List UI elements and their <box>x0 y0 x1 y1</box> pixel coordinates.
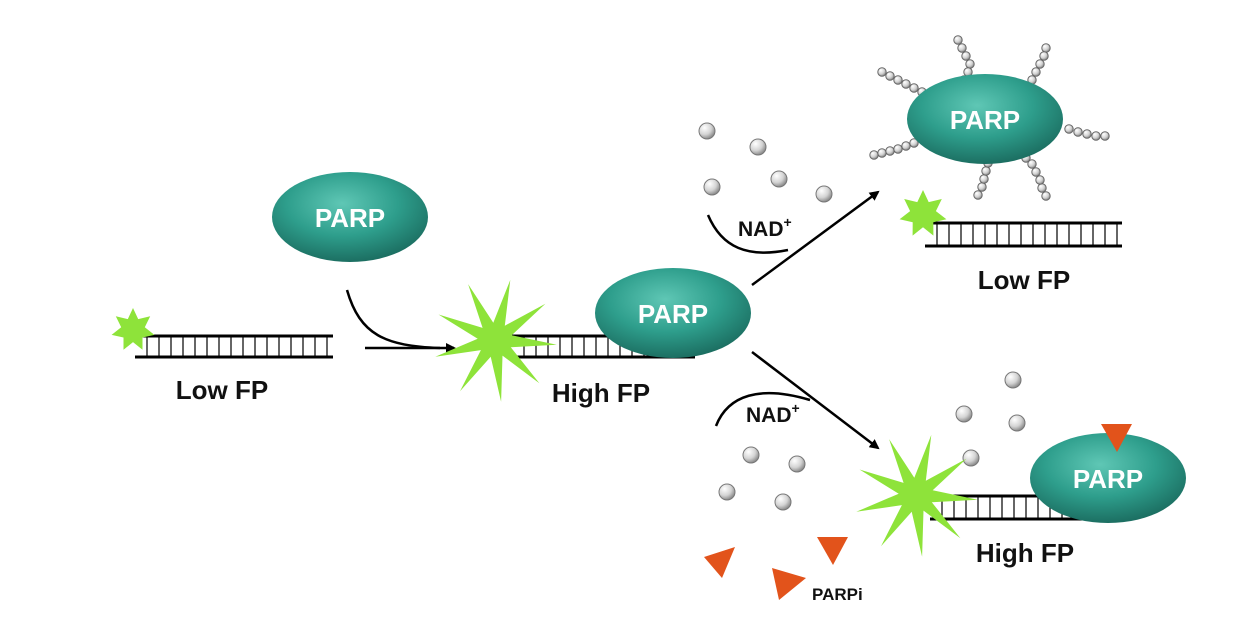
bound-complex: PARP High FP <box>435 268 751 408</box>
par-bead <box>973 190 983 200</box>
par-bead <box>893 144 903 154</box>
parp-ellipse <box>595 268 751 358</box>
par-bead <box>1035 175 1045 185</box>
nad-label-bottom: NAD+ <box>746 400 800 427</box>
nad-bead <box>703 178 721 196</box>
par-bead <box>1091 131 1101 141</box>
inhibitor-triangle-icon <box>817 537 848 565</box>
parpi-label: PARPi <box>812 585 863 604</box>
par-bead <box>1041 43 1051 53</box>
top-branch: NAD+ PARP Low FP <box>698 35 1122 295</box>
par-bead <box>957 43 967 53</box>
nad-label-top: NAD+ <box>738 214 792 241</box>
nad-bead <box>770 170 788 188</box>
parp-ellipse <box>907 74 1063 164</box>
par-bead <box>909 138 919 148</box>
fluorophore-star-small <box>899 190 947 236</box>
nad-bead <box>718 483 736 501</box>
par-bead <box>1100 131 1110 141</box>
nad-bead <box>698 122 716 140</box>
arrow-up-right-icon <box>751 190 880 287</box>
par-bead <box>1035 59 1045 69</box>
par-bead <box>877 148 887 158</box>
parp-inhibitors <box>704 537 848 600</box>
low-fp-label-top-right: Low FP <box>978 265 1070 295</box>
par-bead <box>909 83 919 93</box>
par-bead <box>1031 167 1041 177</box>
par-bead <box>979 174 989 184</box>
free-parp-enzyme: PARP <box>272 172 428 262</box>
nad-blocked-curve <box>714 391 811 427</box>
arrow-down-right-icon <box>751 351 880 450</box>
nad-bead <box>788 455 806 473</box>
binding-arrow <box>345 289 456 353</box>
par-bead <box>1041 191 1051 201</box>
curved-arrow-line <box>345 289 441 350</box>
nad-beads-top <box>698 122 833 203</box>
par-bead <box>953 35 963 45</box>
parp-label-free: PARP <box>315 203 385 233</box>
par-bead <box>877 67 887 77</box>
parp-label-bound: PARP <box>638 299 708 329</box>
par-bead <box>869 150 879 160</box>
par-bead <box>965 59 975 69</box>
nad-bead <box>774 493 792 511</box>
par-bead <box>901 141 911 151</box>
parp-label-inhibited: PARP <box>1073 464 1143 494</box>
nad-bead <box>955 405 973 423</box>
par-bead <box>1073 127 1083 137</box>
par-bead <box>1031 67 1041 77</box>
inhibitor-triangle-icon <box>772 568 806 600</box>
fluorophore-star-large <box>856 434 978 557</box>
par-bead <box>1064 124 1074 134</box>
dna-duplex <box>135 334 333 359</box>
par-bead <box>901 79 911 89</box>
par-bead <box>893 75 903 85</box>
high-fp-label-bottom-right: High FP <box>976 538 1074 568</box>
nad-consumption-curve <box>706 214 789 254</box>
nad-bead <box>1008 414 1026 432</box>
par-bead <box>981 166 991 176</box>
nad-bead <box>749 138 767 156</box>
free-dna-probe: Low FP <box>111 308 333 405</box>
par-bead <box>961 51 971 61</box>
par-bead <box>885 146 895 156</box>
bottom-branch: NAD+ PARPi PARP High FP <box>704 351 1186 604</box>
nad-bead <box>962 449 980 467</box>
fluorophore-star-large <box>435 279 557 402</box>
par-bead <box>885 71 895 81</box>
nad-bead <box>1004 371 1022 389</box>
bound-inhibitor-triangle-icon <box>1101 424 1132 452</box>
par-bead <box>1027 159 1037 169</box>
nad-bead <box>742 446 760 464</box>
par-bead <box>1039 51 1049 61</box>
fluorophore-star-small <box>111 308 155 350</box>
parp-ellipse <box>272 172 428 262</box>
parp-label-modified: PARP <box>950 105 1020 135</box>
nad-bead <box>815 185 833 203</box>
nad-beads-bottom <box>718 371 1026 511</box>
inhibitor-triangle-icon <box>704 547 735 578</box>
par-bead <box>1082 129 1092 139</box>
par-bead <box>1037 183 1047 193</box>
low-fp-label-left: Low FP <box>176 375 268 405</box>
high-fp-label-center: High FP <box>552 378 650 408</box>
parp-ellipse <box>1030 433 1186 523</box>
dna-duplex <box>925 221 1122 248</box>
par-bead <box>977 182 987 192</box>
